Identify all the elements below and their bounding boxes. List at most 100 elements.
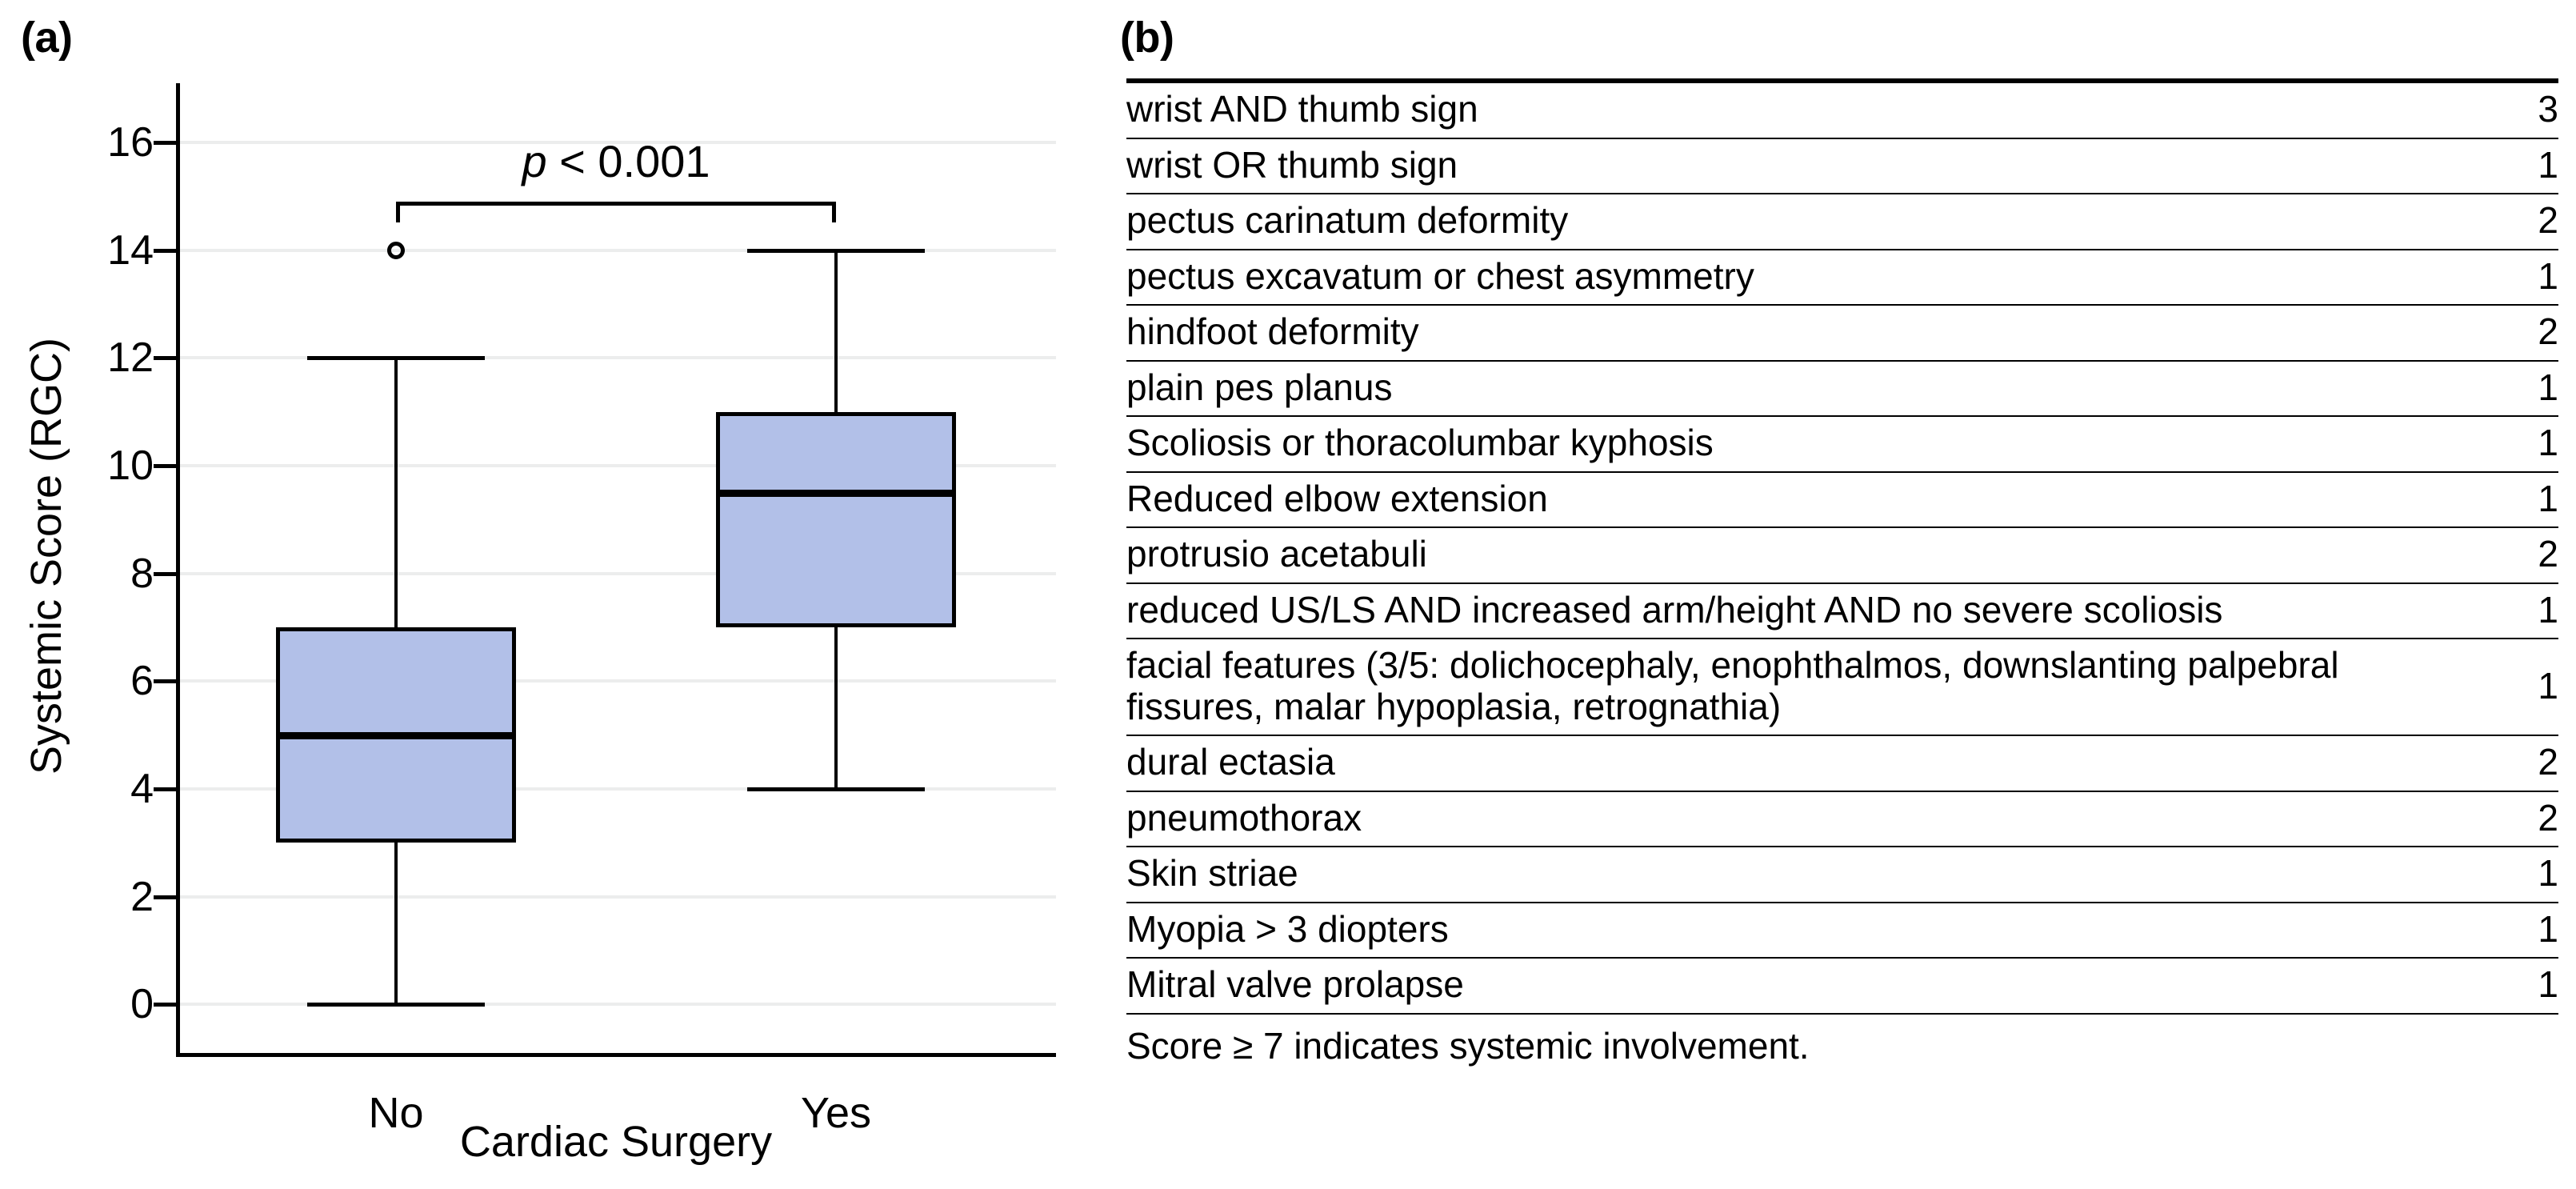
gridline xyxy=(180,1003,1056,1007)
gridline xyxy=(180,248,1056,252)
y-tick-mark xyxy=(154,787,176,792)
criterion-cell: hindfoot deformity xyxy=(1126,305,2462,362)
x-axis-title: Cardiac Surgery xyxy=(459,1118,773,1166)
score-cell: 3 xyxy=(2462,78,2558,139)
table-footnote: Score ≥ 7 indicates systemic involvement… xyxy=(1126,1024,1810,1067)
panel-b-label: (b) xyxy=(1120,14,1174,62)
outlier-point xyxy=(387,241,405,259)
table-footnote-row: Score ≥ 7 indicates systemic involvement… xyxy=(1126,1014,2558,1075)
gridline xyxy=(180,787,1056,791)
whisker-cap-lower xyxy=(307,1003,485,1007)
criterion-cell: Skin striae xyxy=(1126,847,2462,903)
y-tick-label: 4 xyxy=(130,766,154,813)
score-cell: 1 xyxy=(2462,471,2558,529)
y-tick-mark xyxy=(154,571,176,576)
significance-bracket-tick xyxy=(396,202,400,223)
y-tick-label: 10 xyxy=(107,442,154,490)
gridline xyxy=(180,356,1056,360)
y-tick-mark xyxy=(154,1003,176,1007)
panel-a-label: (a) xyxy=(21,14,73,62)
whisker-lower xyxy=(394,843,398,1005)
score-cell: 1 xyxy=(2462,639,2558,737)
criterion-cell: protrusio acetabuli xyxy=(1126,527,2462,584)
y-tick-label: 16 xyxy=(107,119,154,166)
score-cell: 2 xyxy=(2462,305,2558,362)
criterion-cell: facial features (3/5: dolichocephaly, en… xyxy=(1126,639,2462,737)
y-tick-mark xyxy=(154,679,176,684)
gridline xyxy=(180,141,1056,145)
y-tick-mark xyxy=(154,464,176,469)
gridline xyxy=(180,571,1056,575)
score-cell: 1 xyxy=(2462,902,2558,959)
whisker-upper xyxy=(834,250,838,412)
criterion-cell: pectus excavatum or chest asymmetry xyxy=(1126,249,2462,306)
criterion-cell: pneumothorax xyxy=(1126,791,2462,848)
y-axis-line xyxy=(176,83,180,1053)
criterion-cell: pectus carinatum deformity xyxy=(1126,194,2462,250)
whisker-cap-lower xyxy=(747,787,925,792)
y-tick-label: 2 xyxy=(130,873,154,920)
gridline xyxy=(180,679,1056,683)
whisker-upper xyxy=(394,358,398,628)
score-cell: 1 xyxy=(2462,582,2558,640)
criterion-cell: wrist AND thumb sign xyxy=(1126,78,2462,139)
y-tick-label: 8 xyxy=(130,550,154,597)
median-line-no xyxy=(276,731,516,739)
p-value-symbol: p xyxy=(522,136,547,187)
plot-area: p < 0.001 xyxy=(154,83,1056,1057)
y-tick-label: 14 xyxy=(107,226,154,274)
score-cell: 2 xyxy=(2462,791,2558,848)
table-row: reduced US/LS AND increased arm/height A… xyxy=(1126,582,2558,640)
score-cell: 2 xyxy=(2462,735,2558,792)
whisker-lower xyxy=(834,627,838,790)
box-yes xyxy=(716,411,956,628)
criterion-cell: Reduced elbow extension xyxy=(1126,471,2462,529)
p-value-annotation: p < 0.001 xyxy=(522,136,710,187)
criterion-cell: reduced US/LS AND increased arm/height A… xyxy=(1126,582,2462,640)
x-axis-line xyxy=(176,1053,1056,1057)
score-cell: 1 xyxy=(2462,138,2558,195)
score-cell: 2 xyxy=(2462,194,2558,250)
y-tick-mark xyxy=(154,356,176,361)
score-cell: 1 xyxy=(2462,416,2558,473)
score-cell: 2 xyxy=(2462,527,2558,584)
x-tick-label-no: No xyxy=(368,1089,424,1137)
criterion-cell: Scoliosis or thoracolumbar kyphosis xyxy=(1126,416,2462,473)
criterion-cell: dural ectasia xyxy=(1126,735,2462,792)
y-tick-label: 6 xyxy=(130,658,154,705)
score-cell: 1 xyxy=(2462,847,2558,903)
score-cell: 1 xyxy=(2462,360,2558,418)
criterion-cell: Myopia > 3 diopters xyxy=(1126,902,2462,959)
y-tick-mark xyxy=(154,141,176,146)
criterion-cell: Mitral valve prolapse xyxy=(1126,958,2462,1015)
whisker-cap-upper xyxy=(747,248,925,253)
y-tick-label: 0 xyxy=(130,981,154,1028)
criterion-cell: plain pes planus xyxy=(1126,360,2462,418)
y-tick-mark xyxy=(154,895,176,899)
whisker-cap-upper xyxy=(307,356,485,361)
gridline xyxy=(180,895,1056,899)
x-tick-label-yes: Yes xyxy=(800,1089,872,1137)
criterion-cell: wrist OR thumb sign xyxy=(1126,138,2462,195)
data-region: p < 0.001 xyxy=(154,83,1056,1053)
gridline xyxy=(180,464,1056,468)
median-line-yes xyxy=(716,489,956,497)
table-row: facial features (3/5: dolichocephaly, en… xyxy=(1126,639,2558,737)
significance-bracket-tick xyxy=(832,202,836,223)
significance-bracket-bar xyxy=(396,202,836,206)
